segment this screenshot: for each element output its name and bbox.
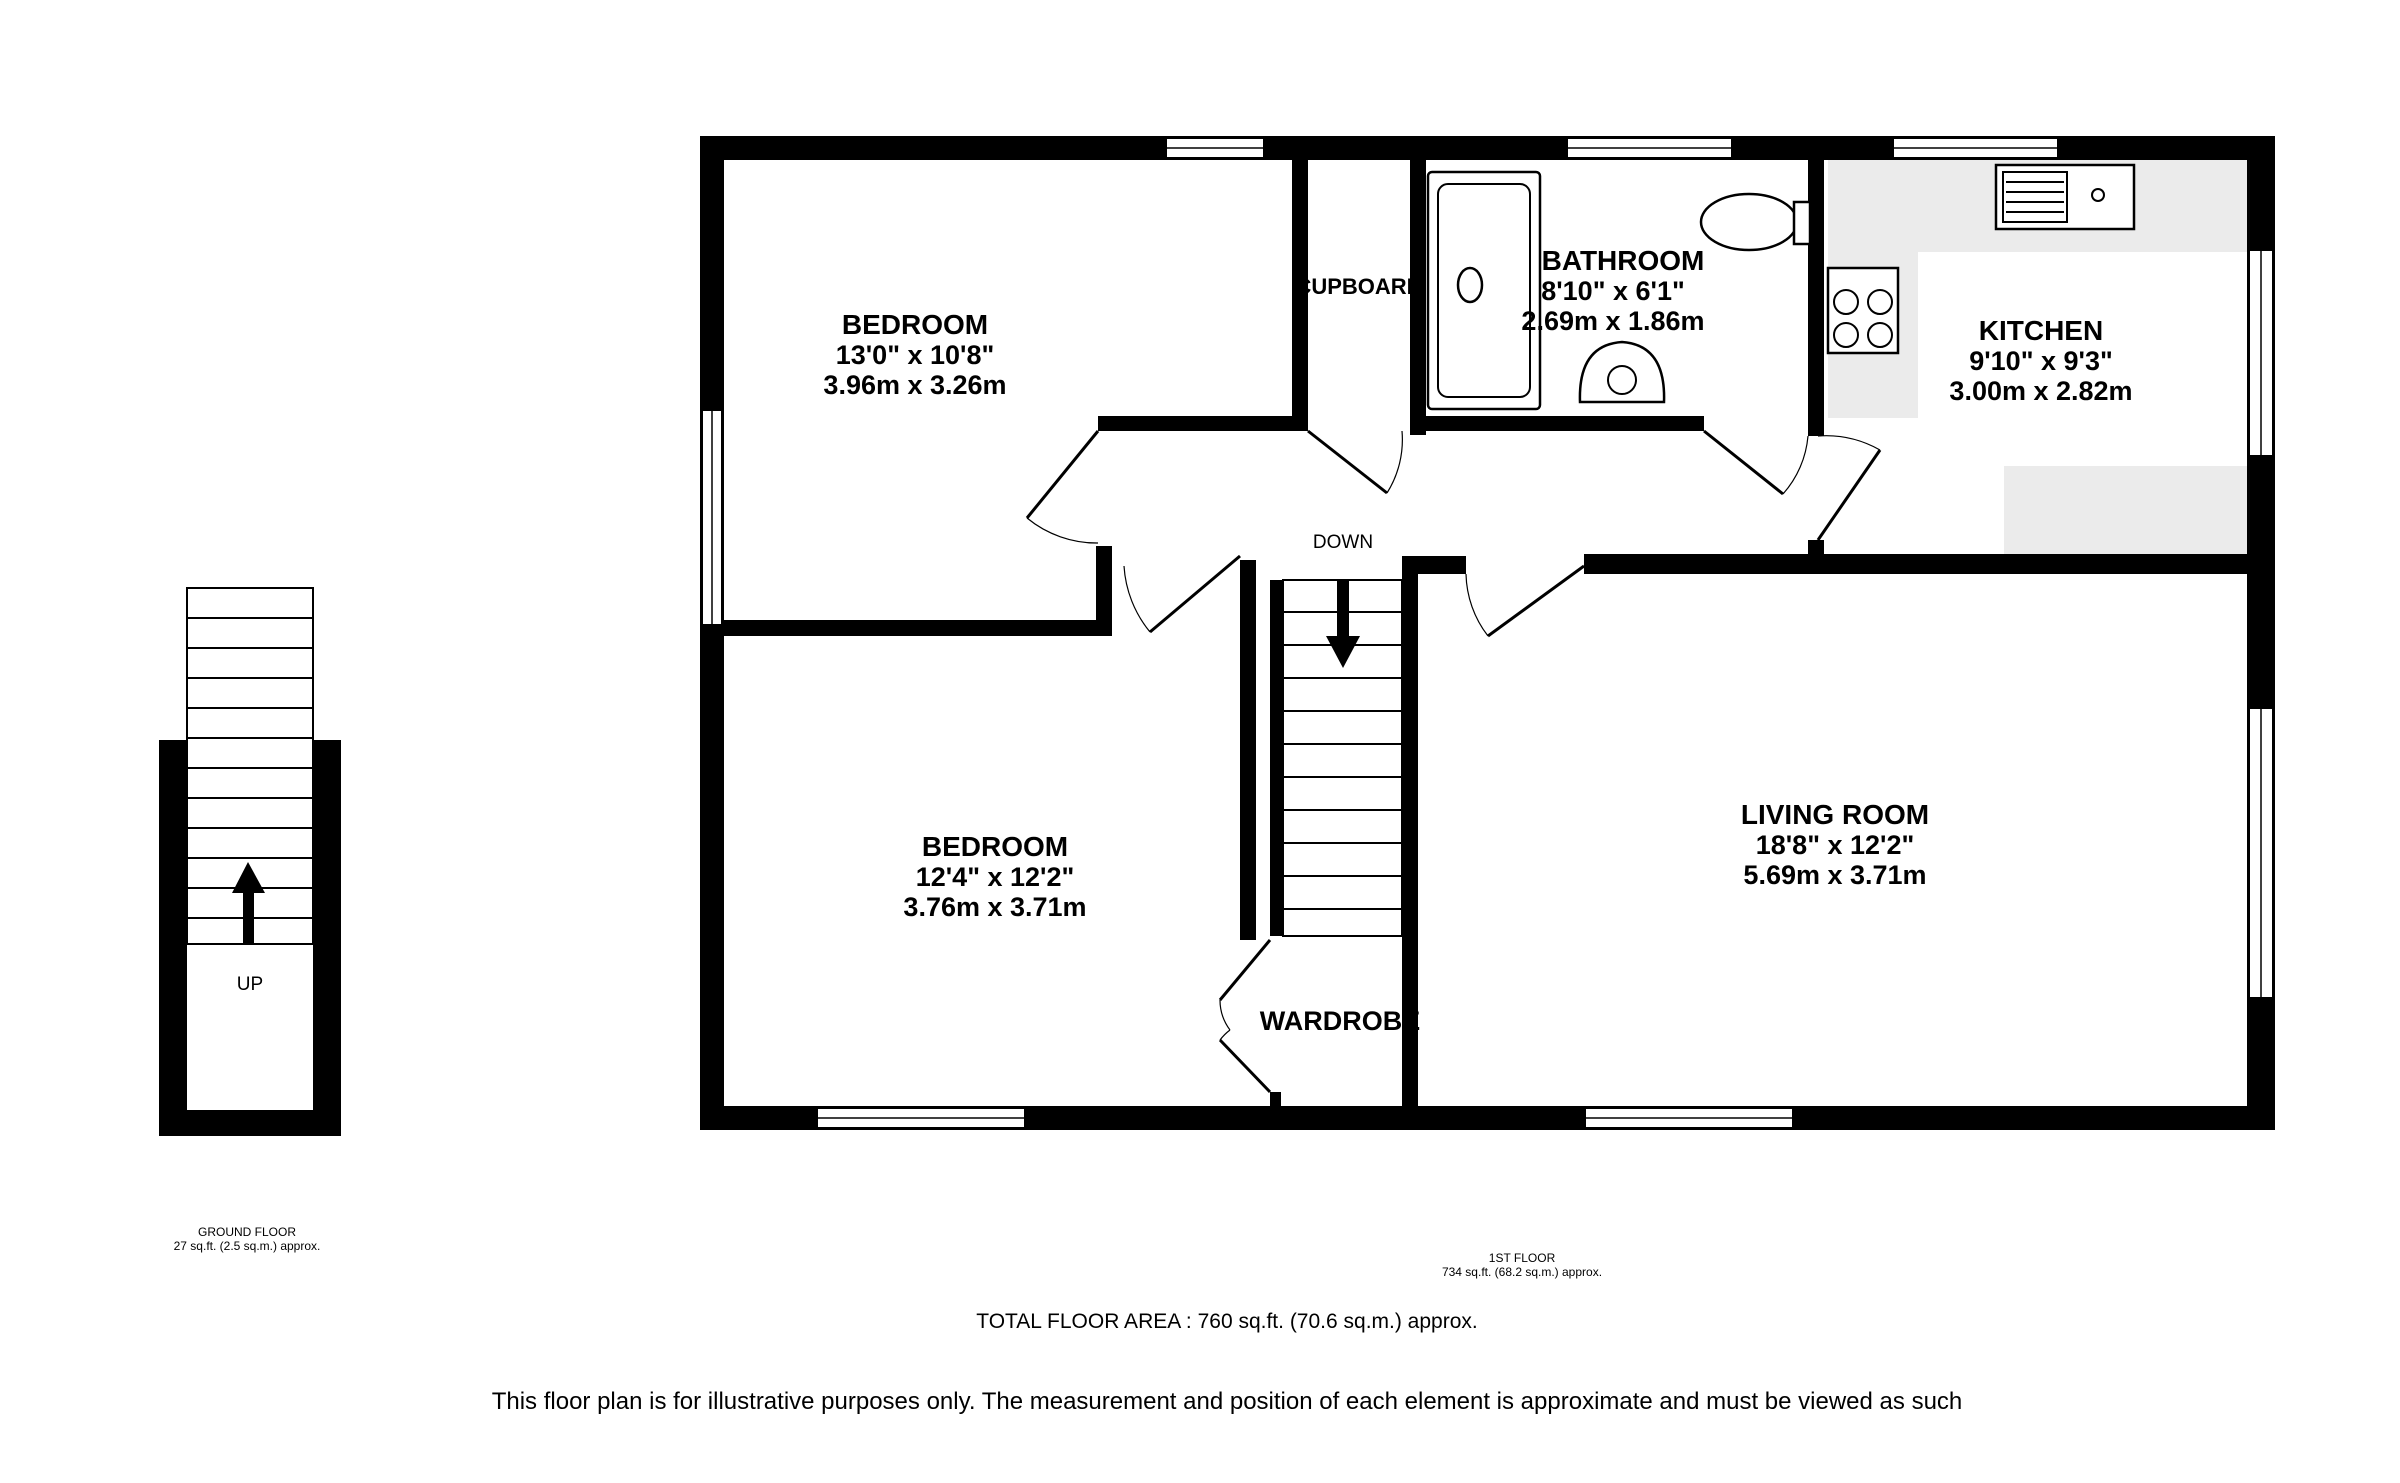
svg-text:2.69m x 1.86m: 2.69m x 1.86m [1521, 306, 1704, 336]
ground-walls [159, 740, 341, 1136]
room-label-cupboard: CUPBOARD [1295, 274, 1422, 299]
svg-text:9'10" x 9'3": 9'10" x 9'3" [1969, 346, 2113, 376]
room-label-living-room: LIVING ROOM 18'8" x 12'2" 5.69m x 3.71m [1741, 799, 1929, 890]
room-label-bedroom-2: BEDROOM 12'4" x 12'2" 3.76m x 3.71m [903, 831, 1086, 922]
bathtub [1426, 170, 1542, 411]
interior-walls [724, 160, 2275, 1130]
sink-icon [1994, 163, 2136, 231]
stairs-down-label: DOWN [1313, 532, 1373, 553]
ground-floor-plan: UP GROUND FLOOR 27 sq.ft. (2.5 sq.m.) ap… [159, 587, 341, 1253]
ground-floor-area: 27 sq.ft. (2.5 sq.m.) approx. [174, 1239, 321, 1253]
stairs-up-label: UP [237, 974, 263, 995]
ground-floor-name: GROUND FLOOR [198, 1225, 296, 1239]
first-floor-plan: DOWN [700, 136, 2275, 1279]
first-floor-area: 734 sq.ft. (68.2 sq.m.) approx. [1442, 1265, 1602, 1279]
room-label-kitchen: KITCHEN 9'10" x 9'3" 3.00m x 2.82m [1949, 315, 2132, 406]
room-label-wardrobe: WARDROBE [1260, 1006, 1421, 1036]
svg-text:3.00m x 2.82m: 3.00m x 2.82m [1949, 376, 2132, 406]
svg-text:BEDROOM: BEDROOM [842, 309, 988, 340]
svg-text:KITCHEN: KITCHEN [1979, 315, 2103, 346]
toilet-icon [1699, 192, 1799, 252]
svg-text:13'0" x 10'8": 13'0" x 10'8" [836, 340, 995, 370]
disclaimer: This floor plan is for illustrative purp… [491, 1388, 1963, 1415]
stairs-down [1270, 579, 1403, 937]
total-floor-area: TOTAL FLOOR AREA : 760 sq.ft. (70.6 sq.m… [976, 1310, 1478, 1333]
first-floor-name: 1ST FLOOR [1489, 1251, 1556, 1265]
windows [701, 137, 2274, 1129]
bathroom-fixtures [1426, 170, 1812, 411]
svg-text:BEDROOM: BEDROOM [922, 831, 1068, 862]
svg-text:3.76m x 3.71m: 3.76m x 3.71m [903, 892, 1086, 922]
bath-tap-icon [1456, 266, 1484, 304]
room-label-bedroom-1: BEDROOM 13'0" x 10'8" 3.96m x 3.26m [823, 309, 1006, 400]
kitchen-fixtures [1826, 163, 2136, 355]
svg-text:BATHROOM: BATHROOM [1542, 245, 1705, 276]
up-arrow-icon [232, 862, 265, 944]
basin-icon [1578, 340, 1666, 404]
room-label-bathroom: BATHROOM 8'10" x 6'1" 2.69m x 1.86m [1521, 245, 1704, 336]
svg-text:12'4" x 12'2": 12'4" x 12'2" [916, 862, 1075, 892]
svg-text:LIVING ROOM: LIVING ROOM [1741, 799, 1929, 830]
down-arrow-icon [1326, 580, 1360, 668]
svg-text:18'8" x 12'2": 18'8" x 12'2" [1756, 830, 1915, 860]
hob-icon [1826, 266, 1900, 355]
svg-text:5.69m x 3.71m: 5.69m x 3.71m [1743, 860, 1926, 890]
svg-text:3.96m x 3.26m: 3.96m x 3.26m [823, 370, 1006, 400]
doors [1025, 429, 1882, 1094]
svg-text:8'10" x 6'1": 8'10" x 6'1" [1541, 276, 1685, 306]
